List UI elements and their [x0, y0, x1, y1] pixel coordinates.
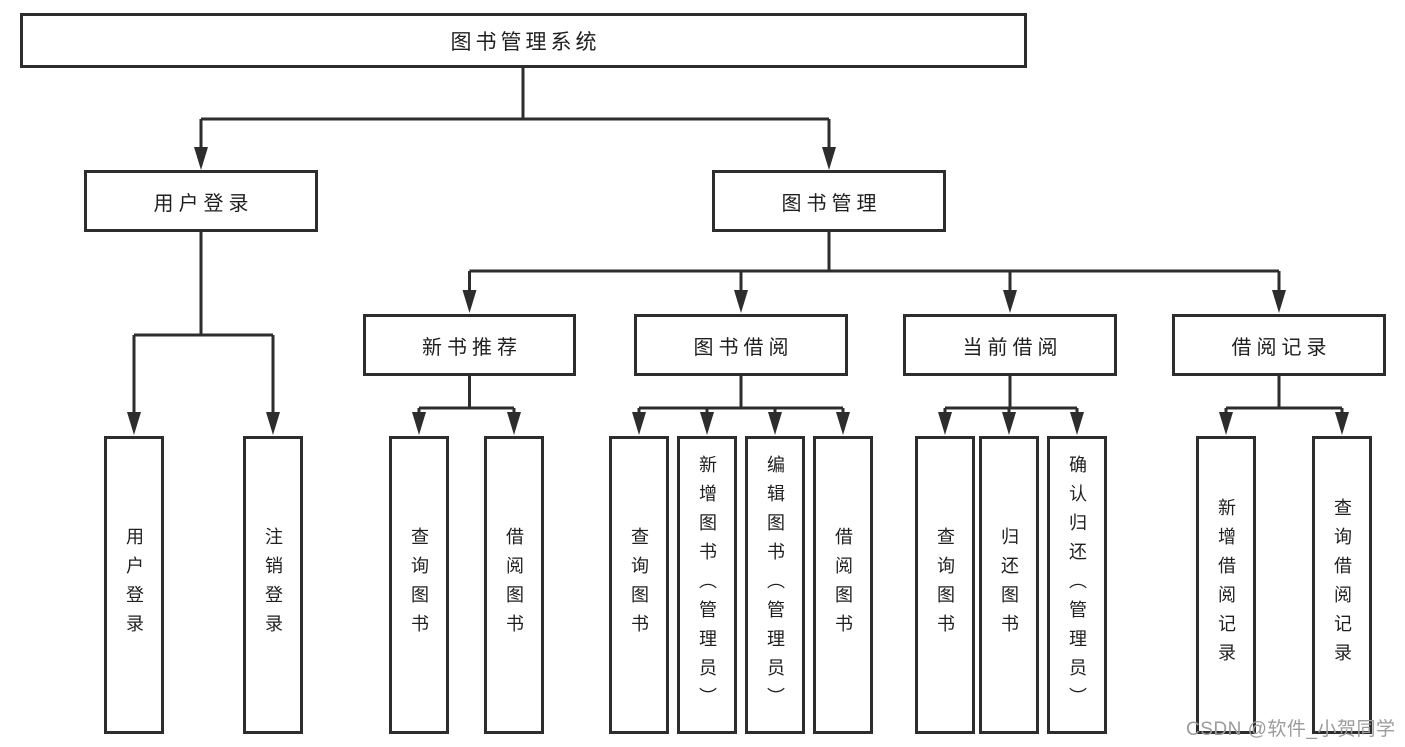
node-label: 查询借阅记录 [1332, 498, 1352, 672]
node-user-login: 用户登录 [84, 170, 318, 232]
watermark: CSDN @软件_小贺同学 [1186, 719, 1396, 740]
node-label: 注销登录 [263, 527, 283, 643]
node-label: 查询图书 [409, 527, 429, 643]
leaf-borrow-books-2: 借阅图书 [813, 436, 873, 734]
node-label: 归还图书 [999, 527, 1019, 643]
connector-current-borrow-branch [938, 374, 1084, 435]
connector-book-borrow-branch [632, 374, 850, 435]
leaf-borrow-books-1: 借阅图书 [484, 436, 544, 734]
node-label: 用户登录 [153, 192, 254, 215]
node-label: 新增图书（管理员） [697, 454, 717, 716]
leaf-edit-book-admin: 编辑图书（管理员） [745, 436, 805, 734]
leaf-confirm-return-admin: 确认归还（管理员） [1047, 436, 1107, 734]
node-label: 确认归还（管理员） [1067, 454, 1087, 716]
leaf-logout: 注销登录 [243, 436, 303, 734]
node-book-borrowing: 图书借阅 [634, 314, 848, 376]
node-label: 借阅图书 [833, 527, 853, 643]
connector-new-book-branch [412, 374, 521, 435]
node-label: 当前借阅 [962, 336, 1063, 359]
node-label: 查询图书 [629, 527, 649, 643]
node-label: 查询图书 [935, 527, 955, 643]
leaf-query-books-1: 查询图书 [389, 436, 449, 734]
node-label: 新书推荐 [422, 336, 522, 359]
leaf-return-book: 归还图书 [979, 436, 1039, 734]
node-library-management-system: 图书管理系统 [20, 13, 1027, 68]
connector-user-login-branch [127, 230, 280, 435]
node-label: 图书管理 [781, 192, 882, 215]
connector-book-management-to-level3 [462, 230, 1286, 313]
node-book-management: 图书管理 [712, 170, 946, 232]
leaf-query-books-2: 查询图书 [609, 436, 669, 734]
node-label: 借阅图书 [504, 527, 524, 643]
node-label: 图书借阅 [693, 336, 794, 359]
node-current-borrowing: 当前借阅 [903, 314, 1117, 376]
node-label: 编辑图书（管理员） [765, 454, 785, 716]
connector-borrow-record-branch [1219, 374, 1349, 435]
node-label: 新增借阅记录 [1216, 498, 1236, 672]
node-borrowing-records: 借阅记录 [1172, 314, 1386, 376]
leaf-query-books-3: 查询图书 [915, 436, 975, 734]
node-label: 图书管理系统 [450, 30, 601, 54]
node-label: 借阅记录 [1231, 336, 1332, 359]
leaf-query-borrow-record: 查询借阅记录 [1312, 436, 1372, 734]
node-new-book-recommendation: 新书推荐 [363, 314, 576, 376]
leaf-user-login: 用户登录 [104, 436, 164, 734]
leaf-add-book-admin: 新增图书（管理员） [677, 436, 737, 734]
node-label: 用户登录 [124, 527, 144, 643]
leaf-add-borrow-record: 新增借阅记录 [1196, 436, 1256, 734]
connector-root-to-level2 [194, 66, 836, 170]
